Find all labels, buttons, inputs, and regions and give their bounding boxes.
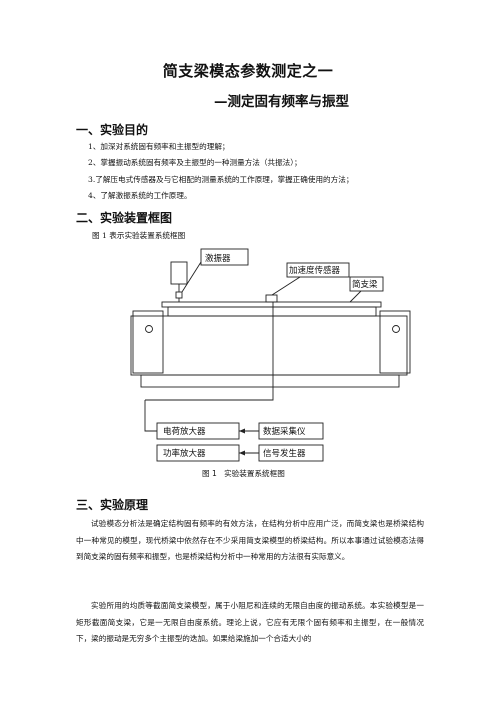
accelerometer-block (265, 294, 278, 303)
diagram-intro: 图 1 表示实验装置系统框图 (92, 231, 186, 240)
paragraph: 试验模态分析法是确定结构固有频率的有效方法，在结构分析中应用广泛，而简支梁也是桥… (76, 519, 424, 562)
list-item: 3.了解压电式传感器及与它相配的测量系统的工作原理，掌握正确使用的方法； (88, 175, 354, 184)
right-support (379, 310, 411, 374)
exciter-label: 激振器 (205, 253, 231, 264)
paragraph: 实验所用的均质等截面简支梁模型，属于小阻尼和连续的无限自由度的振动系统。本实验模… (76, 601, 424, 644)
figure-number: 图 1 (202, 469, 217, 478)
list-item: 1、加深对系统固有频率和主振型的理解； (88, 142, 230, 151)
power-amp-label: 功率放大器 (163, 448, 206, 459)
signal-gen-label: 信号发生器 (263, 448, 306, 459)
section3-heading: 三、实验原理 (76, 498, 149, 512)
figure-caption-text: 实验装置系统框图 (224, 469, 285, 478)
beam-bar (161, 301, 382, 308)
base-frame (130, 315, 408, 376)
list-item: 4、了解激振系统的工作原理。 (88, 191, 192, 200)
page-title: 简支梁模态参数测定之一 (162, 62, 334, 80)
exciter-body (170, 261, 188, 285)
daq-label: 数据采集仪 (263, 426, 306, 437)
list-item: 2、掌握振动系统固有频率及主振型的一种测量方法（共振法）； (88, 158, 302, 167)
accelerometer-label: 加速度传感器 (289, 265, 341, 276)
base-plate (140, 374, 400, 388)
charge-amp-label: 电荷放大器 (163, 426, 206, 437)
left-support (132, 310, 164, 374)
beam-label: 简支梁 (352, 279, 378, 290)
section1-heading: 一、实验目的 (76, 123, 149, 137)
figure-caption: 图 1 实验装置系统框图 (202, 468, 285, 479)
section2-heading: 二、实验装置框图 (76, 211, 173, 225)
page-subtitle: —测定固有频率与振型 (214, 94, 349, 110)
